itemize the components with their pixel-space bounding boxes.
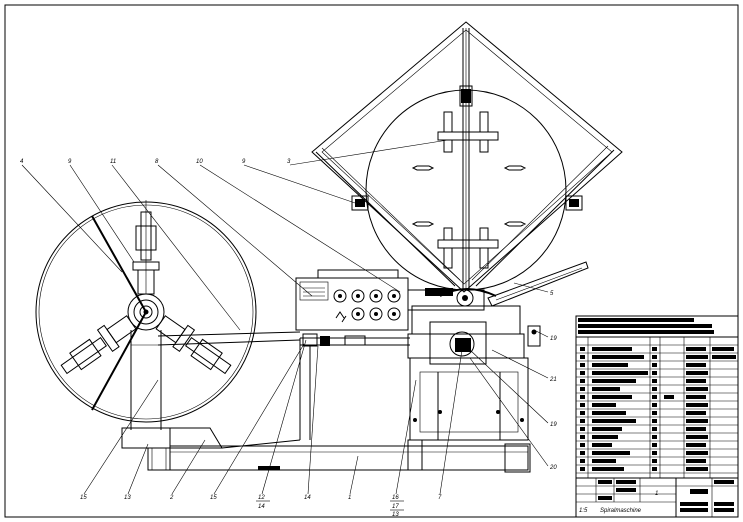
label-12: 12 <box>258 495 265 501</box>
label-3: 3 <box>287 159 291 165</box>
base-frame-left <box>169 338 311 449</box>
label-15b: 15 <box>210 495 217 501</box>
leader-lines <box>21 139 549 495</box>
label-9a: 9 <box>68 159 72 165</box>
label-14a: 14 <box>258 504 265 510</box>
scale-text: 1:5 <box>579 508 588 514</box>
title-block: 1:5 Spiralmaschine 1 <box>575 315 739 518</box>
base-rail <box>169 439 531 473</box>
label-9b: 9 <box>242 159 246 165</box>
label-15a: 15 <box>80 495 87 501</box>
coil-reel <box>35 200 301 471</box>
label-4: 4 <box>20 159 24 165</box>
label-8: 8 <box>155 159 159 165</box>
label-13a: 13 <box>124 495 131 501</box>
label-21: 21 <box>549 377 557 383</box>
forming-machine <box>295 269 541 441</box>
label-7: 7 <box>438 495 442 501</box>
label-14b: 14 <box>304 495 311 501</box>
label-17: 17 <box>392 504 399 510</box>
label-13b: 13 <box>392 512 399 518</box>
sheet-number: 1 <box>655 491 658 497</box>
label-20: 20 <box>549 465 557 471</box>
part-labels: 4 9 11 8 10 9 3 5 19 21 19 20 15 13 2 15… <box>20 159 557 518</box>
label-11: 11 <box>110 159 116 165</box>
label-2: 2 <box>169 495 174 501</box>
label-5: 5 <box>550 291 554 297</box>
drawing-border <box>4 4 739 518</box>
label-16: 16 <box>392 495 399 501</box>
spiral-drum <box>311 21 623 307</box>
label-19b: 19 <box>550 422 557 428</box>
label-19a: 19 <box>550 336 557 342</box>
label-10: 10 <box>196 159 203 165</box>
label-1: 1 <box>348 495 351 501</box>
drawing-name: Spiralmaschine <box>600 508 642 514</box>
